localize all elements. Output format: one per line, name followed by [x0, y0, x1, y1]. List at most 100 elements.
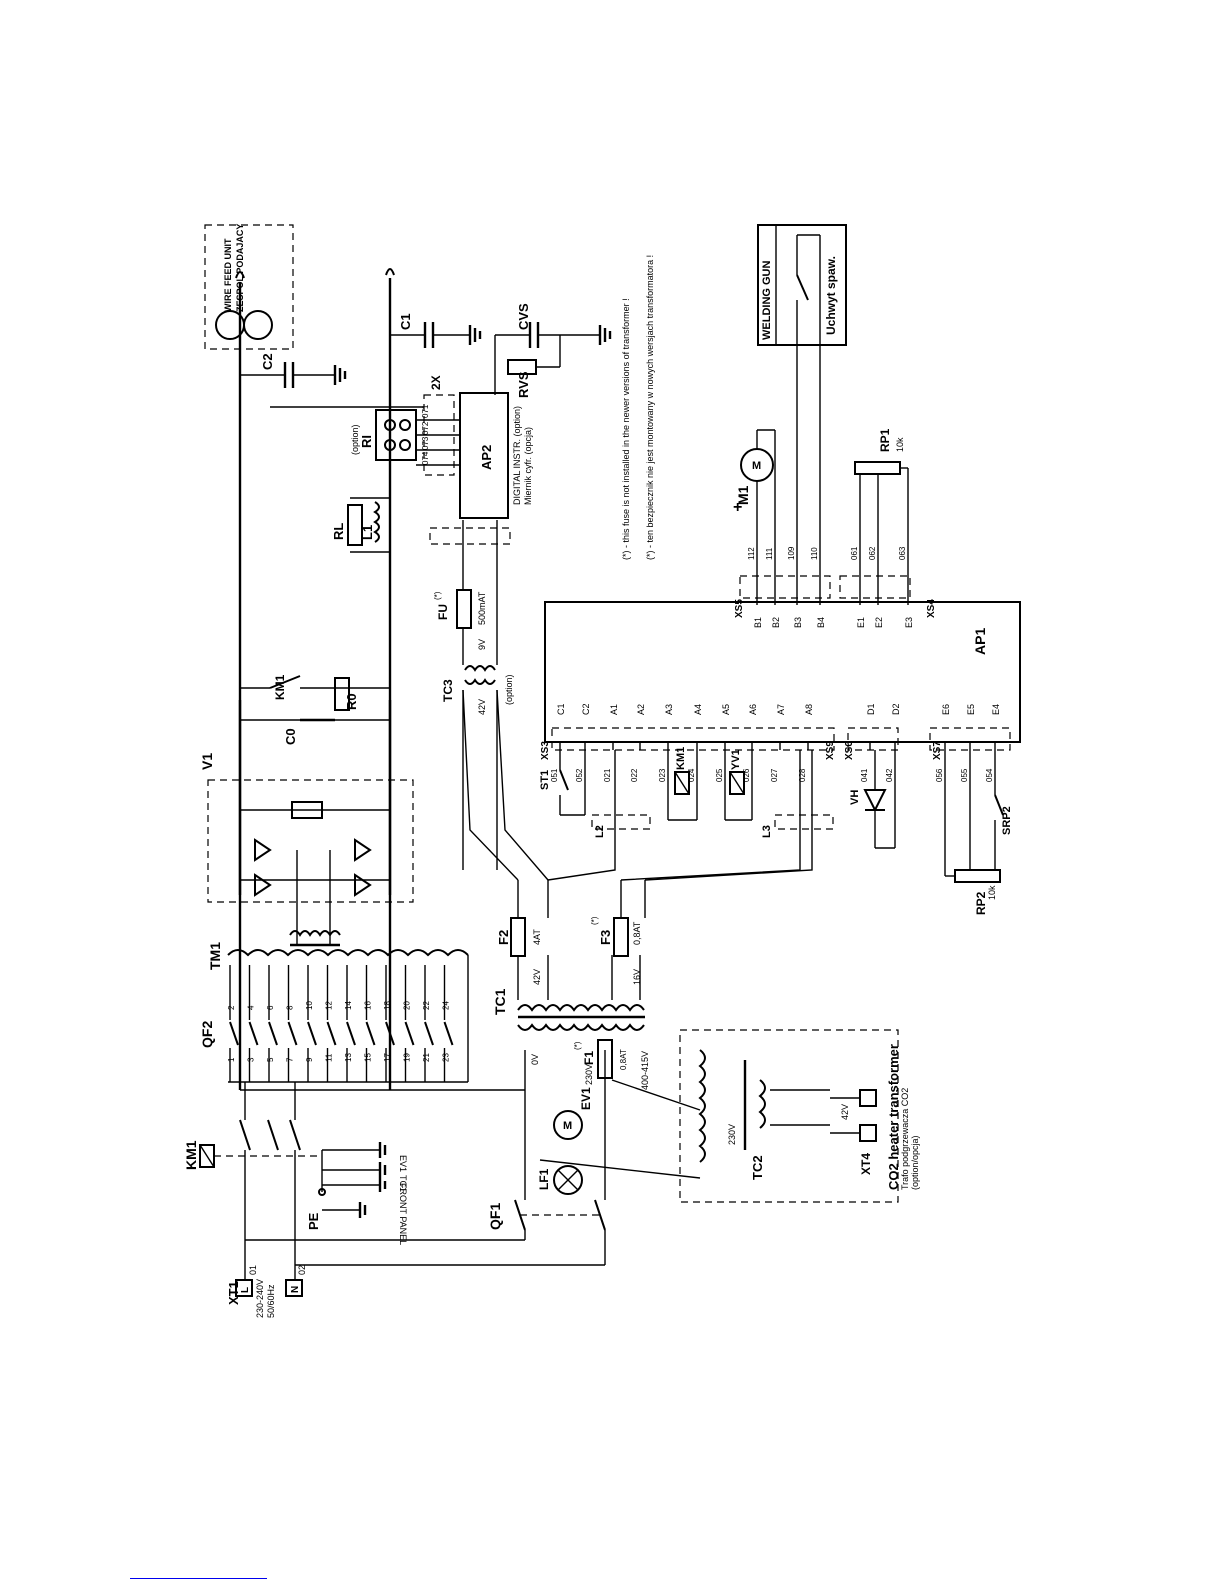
m1-label: M1	[735, 485, 751, 505]
ri-label: RI	[359, 435, 374, 448]
qf1-switch-pole-2[interactable]	[594, 1199, 606, 1231]
ri-option-block	[375, 409, 417, 461]
qf2-tap-bot-7: 7	[286, 1057, 295, 1062]
svg-text:0V: 0V	[530, 1054, 540, 1065]
qf2-tap-bot-13: 13	[344, 1053, 353, 1062]
ap1-pin-b1: B1	[753, 617, 763, 628]
ap1-pin-e2: E2	[874, 617, 884, 628]
qf2-tap-switch-6	[268, 1021, 278, 1046]
co2-option: (option/opcja)	[910, 1135, 920, 1190]
ap2-label: AP2	[479, 445, 494, 470]
tc1-label: TC1	[492, 988, 508, 1015]
rl-resistor	[347, 504, 363, 546]
ap1-pin-c2: C2	[581, 703, 591, 715]
ap1-pin-b2: B2	[771, 617, 781, 628]
l3-ferrite	[774, 814, 834, 830]
wire-024: 024	[687, 768, 696, 782]
varistor	[291, 801, 323, 819]
wire-063: 063	[898, 546, 907, 560]
qf2-tap-top-22: 22	[422, 1001, 431, 1010]
fu-rating: 500mAT	[477, 591, 487, 625]
diode-2	[354, 838, 372, 862]
qf2-tap-switch-10	[307, 1021, 317, 1046]
tc2-primary	[698, 1049, 706, 1163]
wire-023: 023	[658, 768, 667, 782]
qf2-tap-top-20: 20	[403, 1001, 412, 1010]
qf2-tap-switch-2	[229, 1021, 239, 1046]
vh-indicator-led	[863, 789, 887, 813]
diode-4	[354, 873, 372, 897]
supply-frequency: 50/60Hz	[266, 1284, 276, 1318]
ap1-label: AP1	[972, 628, 988, 655]
svg-text:42V: 42V	[840, 1104, 850, 1120]
tc1-secondary	[517, 1004, 645, 1012]
ap2-text-en: DIGITAL INSTR. (option)	[512, 406, 522, 505]
st1-switch	[559, 769, 569, 791]
ap1-pin-a8: A8	[804, 704, 814, 715]
qf2-tap-switch-8	[287, 1021, 298, 1046]
wire-028: 028	[798, 768, 807, 782]
diode-1	[254, 838, 272, 862]
wire-041: 041	[860, 768, 869, 782]
km1-contact-dc	[269, 675, 301, 689]
st1-label: ST1	[539, 770, 551, 790]
output-earth-symbol	[385, 268, 395, 276]
tc3-9v: 9V	[477, 639, 487, 650]
svg-text:(*): (*)	[573, 1041, 582, 1050]
wire-054: 054	[985, 768, 994, 782]
svg-text:02: 02	[297, 1265, 307, 1275]
ap1-pin-b3: B3	[793, 617, 803, 628]
yv1-gas-valve	[729, 771, 745, 795]
wire-027: 027	[770, 768, 779, 782]
footer-link-underline[interactable]	[130, 1578, 267, 1579]
ap1-pin-a7: A7	[776, 704, 786, 715]
f1-label: F1	[582, 1051, 596, 1065]
c0-label: C0	[283, 728, 298, 745]
rp2-potentiometer	[954, 869, 1001, 883]
qf2-tap-top-8: 8	[286, 1005, 295, 1010]
ap1-pin-b4: B4	[816, 617, 826, 628]
qf2-tap-bot-23: 23	[442, 1053, 451, 1062]
qf2-tap-top-4: 4	[247, 1005, 256, 1010]
svg-text:(*): (*)	[433, 591, 442, 600]
wire-026: 026	[742, 768, 751, 782]
tc3-secondary	[464, 678, 496, 685]
tm1-secondary-winding	[289, 930, 341, 937]
diode-3	[254, 873, 272, 897]
ap1-pin-a6: A6	[748, 704, 758, 715]
note-fuse-en: (*) - this fuse is not installed in the …	[621, 298, 631, 560]
qf1-label: QF1	[487, 1203, 503, 1230]
ap1-pin-d2: D2	[891, 703, 901, 715]
tc3-option: (option)	[504, 674, 514, 705]
wire-feed-unit-box	[204, 224, 294, 350]
qf2-tap-top-16: 16	[364, 1001, 373, 1010]
l1-inductor	[373, 501, 380, 543]
output-torch-symbol	[235, 271, 245, 279]
qf2-tap-top-6: 6	[266, 1005, 275, 1010]
xt1-n-terminal	[285, 1279, 303, 1297]
v1-label: V1	[199, 753, 215, 770]
ap1-pin-a1: A1	[609, 704, 619, 715]
wire-109: 109	[787, 546, 796, 560]
svg-text:(*): (*)	[590, 916, 599, 925]
xt4-terminal-1	[859, 1124, 877, 1142]
ap1-pin-a5: A5	[721, 704, 731, 715]
tc3-42v: 42V	[477, 699, 487, 715]
qf2-tap-bot-1: 1	[227, 1057, 236, 1062]
svg-text:230V: 230V	[727, 1124, 737, 1145]
uchwyt-label: Uchwyt spaw.	[824, 256, 838, 335]
xs9-label: XS9	[825, 741, 836, 760]
ap1-pin-e5: E5	[966, 704, 976, 715]
c2-label: C2	[260, 353, 275, 370]
qf2-tap-switch-20	[404, 1021, 415, 1046]
wire-051: 051	[550, 768, 559, 782]
2x-label: 2X	[429, 375, 443, 390]
svg-text:072: 072	[421, 421, 430, 435]
qf2-tap-top-14: 14	[344, 1001, 353, 1010]
ap1-control-board	[544, 601, 1021, 743]
ap2-digital-instrument	[459, 392, 509, 519]
rp1-label: RP1	[878, 428, 892, 452]
